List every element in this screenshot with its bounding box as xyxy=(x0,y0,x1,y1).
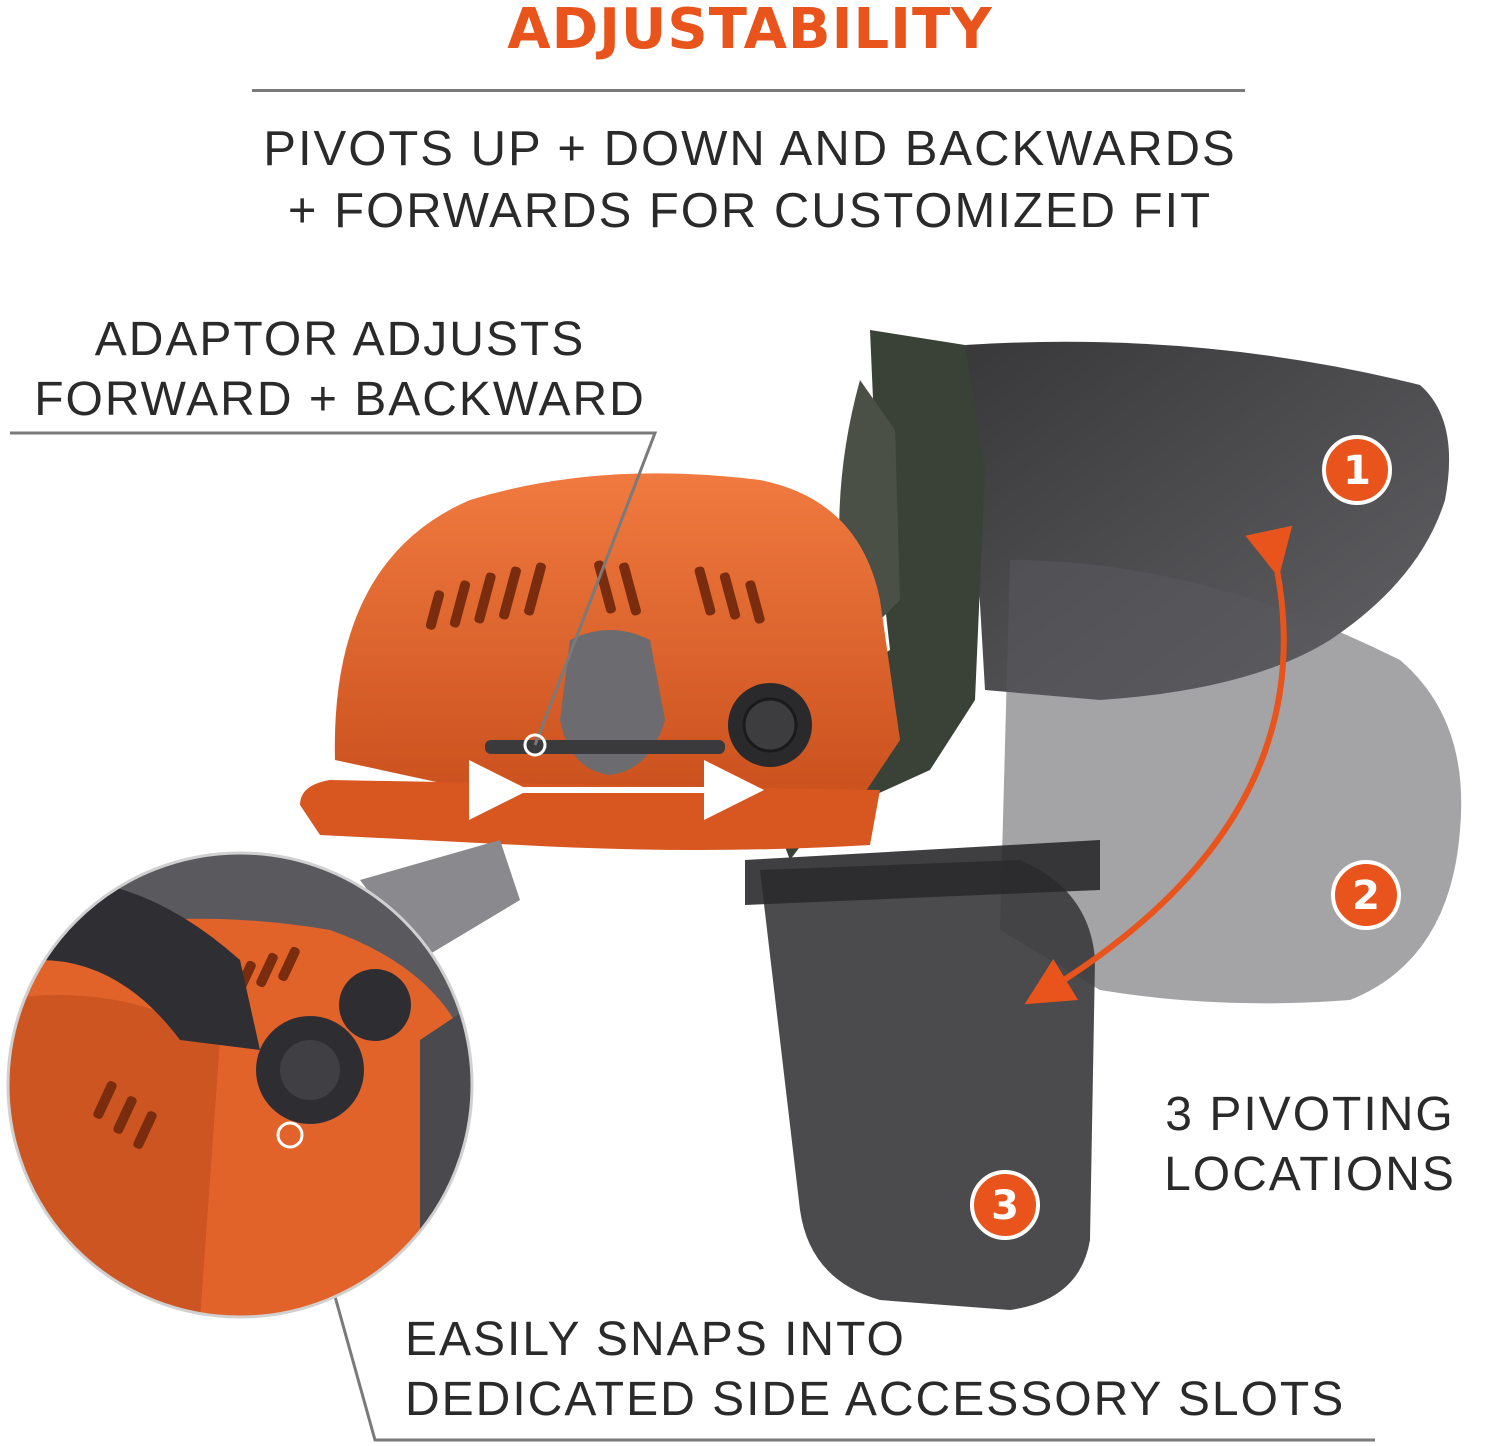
page-title: ADJUSTABILITY xyxy=(507,0,993,62)
pivot-callout-line-2: LOCATIONS xyxy=(1164,1148,1456,1201)
svg-text:1: 1 xyxy=(1343,448,1371,494)
snap-callout: EASILY SNAPS INTO DEDICATED SIDE ACCESSO… xyxy=(405,1310,1375,1430)
badge-2: 2 xyxy=(1331,860,1401,930)
title-divider xyxy=(252,89,1245,92)
visor-position-3 xyxy=(760,860,1095,1310)
snap-callout-line-2: DEDICATED SIDE ACCESSORY SLOTS xyxy=(405,1373,1346,1426)
pivot-arrow xyxy=(1024,525,1293,1005)
side-adaptor xyxy=(560,630,665,775)
pivot-knob xyxy=(728,683,812,767)
pivot-callout-line-1: 3 PIVOTING xyxy=(1165,1088,1455,1141)
adaptor-leader-line xyxy=(10,431,658,746)
svg-text:2: 2 xyxy=(1352,873,1380,919)
badge-3: 3 xyxy=(970,1170,1040,1240)
subtitle: PIVOTS UP + DOWN AND BACKWARDS + FORWARD… xyxy=(150,118,1350,242)
badge-1: 1 xyxy=(1322,435,1392,505)
adaptor-callout-line-1: ADAPTOR ADJUSTS xyxy=(94,313,586,366)
svg-text:3: 3 xyxy=(991,1183,1019,1229)
subtitle-line-2: + FORWARDS FOR CUSTOMIZED FIT xyxy=(287,184,1213,238)
pivot-callout: 3 PIVOTING LOCATIONS xyxy=(1130,1085,1490,1205)
adaptor-callout: ADAPTOR ADJUSTS FORWARD + BACKWARD xyxy=(10,310,670,430)
subtitle-line-1: PIVOTS UP + DOWN AND BACKWARDS xyxy=(263,122,1237,176)
detail-inset-circle xyxy=(8,853,472,1317)
adaptor-callout-line-2: FORWARD + BACKWARD xyxy=(34,373,646,426)
snap-callout-line-1: EASILY SNAPS INTO xyxy=(405,1313,906,1366)
